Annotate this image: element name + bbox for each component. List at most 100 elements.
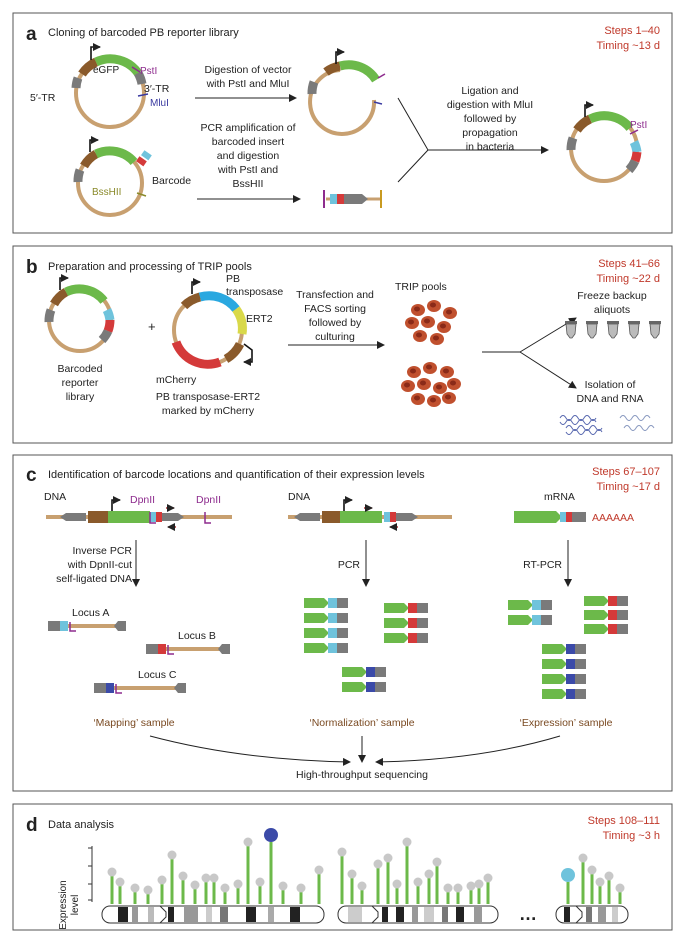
expression-pin xyxy=(443,883,453,904)
chromosome-2 xyxy=(337,905,499,924)
expression-pin xyxy=(561,868,575,904)
sequencing-label: High-throughput sequencing xyxy=(296,769,428,781)
dna-construct-2 xyxy=(288,496,452,531)
ellipsis: … xyxy=(519,904,537,924)
panel-a-steps: Steps 1–40 xyxy=(604,25,660,37)
inverse-line-1: Inverse PCR xyxy=(72,545,132,557)
locus-a xyxy=(48,621,126,632)
panel-c-title: Identification of barcode locations and … xyxy=(48,469,425,481)
panel-d-steps: Steps 108–111 xyxy=(588,815,660,827)
chromosome-3 xyxy=(555,905,629,924)
pcr-line-3: and digestion xyxy=(217,150,280,162)
tr5-label: 5′-TR xyxy=(30,92,56,104)
expression-pin xyxy=(432,857,442,904)
expression-pin xyxy=(383,853,393,904)
pcr-label: PCR xyxy=(338,559,361,571)
library-plasmid xyxy=(44,274,115,353)
norm-amplicon-cyan xyxy=(304,628,348,638)
panel-d: d Data analysis Steps 108–111 Timing ~3 … xyxy=(12,803,673,931)
ligation-line-1: Ligation and xyxy=(461,85,518,97)
expression-pins xyxy=(107,828,625,904)
transfection-line-1: Transfection and xyxy=(296,289,374,301)
panel-c-frame xyxy=(12,454,673,792)
reporter-plasmid xyxy=(71,43,149,129)
tr3-label: 3′-TR xyxy=(144,83,170,95)
y-axis xyxy=(88,846,93,902)
transfection-line-2: FACS sorting xyxy=(304,303,366,315)
dna-label-1: DNA xyxy=(44,491,66,503)
norm-amplicon-red xyxy=(384,633,428,643)
expression-pin xyxy=(201,873,211,904)
norm-amplicon-blue xyxy=(342,667,386,677)
panel-b-frame xyxy=(12,245,673,444)
expression-pin xyxy=(373,859,383,904)
expr-amplicon-blue xyxy=(542,644,586,654)
expr-amplicon-blue xyxy=(542,689,586,699)
inverse-line-3: self-ligated DNA xyxy=(56,573,132,585)
panel-d-letter: d xyxy=(26,815,38,836)
panel-b-timing: Timing ~22 d xyxy=(597,273,661,285)
expression-pin xyxy=(233,879,243,904)
norm-amplicon-blue xyxy=(342,682,386,692)
panel-d-timing: Timing ~3 h xyxy=(603,830,660,842)
panel-b: b Preparation and processing of TRIP poo… xyxy=(12,245,673,444)
expression-pin xyxy=(264,828,278,904)
trip-pool-2 xyxy=(401,362,461,407)
ert2-label: ERT2 xyxy=(246,313,273,325)
rtpcr-label: RT-PCR xyxy=(523,559,562,571)
expr-amplicon-cyan xyxy=(508,600,552,610)
locus-a-label: Locus A xyxy=(72,607,109,619)
ligation-line-2: digestion with MluI xyxy=(447,99,533,111)
ligation-line-3: followed by xyxy=(464,113,517,125)
expr-amplicon-red xyxy=(584,624,628,634)
library-line-3: library xyxy=(66,391,95,403)
plus-sign: + xyxy=(148,319,156,334)
expression-pin xyxy=(143,885,153,904)
panel-d-title: Data analysis xyxy=(48,819,115,831)
panel-a-letter: a xyxy=(26,24,37,45)
expression-pin xyxy=(337,847,347,904)
expr-amplicon-cyan xyxy=(508,615,552,625)
panel-a-timing: Timing ~13 d xyxy=(597,40,661,52)
chromosome-1 xyxy=(101,905,325,924)
transposase-plasmid xyxy=(171,278,253,369)
freeze-line-1: Freeze backup xyxy=(577,290,647,302)
barcoded-insert xyxy=(323,190,382,208)
expression-pin xyxy=(604,871,614,904)
dpnii-label-1: DpnII xyxy=(130,494,155,506)
pb-line-1: PB xyxy=(226,273,240,285)
ylabel-line-1: Expression xyxy=(58,880,69,929)
marked-line-1: PB transposase-ERT2 xyxy=(156,391,260,403)
expression-pin xyxy=(402,837,412,904)
expr-amplicon-blue xyxy=(542,674,586,684)
freeze-line-2: aliquots xyxy=(594,304,630,316)
panel-d-frame xyxy=(12,803,673,931)
barcode-plasmid xyxy=(73,136,152,217)
library-line-2: reporter xyxy=(62,377,99,389)
expression-pin xyxy=(107,867,117,904)
bsshii-label: BssHII xyxy=(92,187,121,198)
panel-c-timing: Timing ~17 d xyxy=(597,481,661,493)
panel-a-frame xyxy=(12,12,673,234)
egfp-label: eGFP xyxy=(93,65,119,76)
panel-b-title: Preparation and processing of TRIP pools xyxy=(48,261,252,273)
pcr-line-4: with PstI and xyxy=(217,164,278,176)
mrna-label: mRNA xyxy=(544,491,575,503)
expression-pin xyxy=(115,877,125,904)
locus-c xyxy=(94,683,186,694)
expr-amplicon-blue xyxy=(542,659,586,669)
pb-line-2: transposase xyxy=(226,286,283,298)
ylabel-line-2: level xyxy=(70,895,81,916)
expression-pin xyxy=(347,869,357,904)
expression-pin xyxy=(483,873,493,904)
mcherry-label: mCherry xyxy=(156,374,197,386)
expr-amplicon-red xyxy=(584,596,628,606)
pcr-line-1: PCR amplification of xyxy=(200,122,295,134)
aliquot-tubes xyxy=(564,320,662,339)
norm-amplicon-cyan xyxy=(304,598,348,608)
trip-pool-1 xyxy=(405,300,457,345)
expression-pin xyxy=(474,879,484,904)
dpnii-label-2: DpnII xyxy=(196,494,221,506)
expression-pin xyxy=(615,883,625,904)
